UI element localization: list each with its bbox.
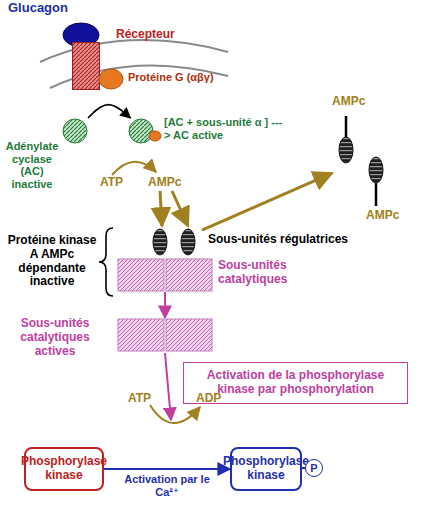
process-box: Phosphorylase kinase <box>230 447 302 491</box>
catalytic-subunit <box>118 319 164 351</box>
atp-conversion-arrow <box>112 162 156 175</box>
shape-node: Sous-unités catalytiques actives <box>117 318 213 352</box>
camp-stem <box>345 116 348 137</box>
arrow-connector <box>202 173 332 230</box>
shape-outline <box>99 69 123 89</box>
node-outline <box>117 318 213 352</box>
activation-arrow <box>165 353 171 420</box>
node-text: Adénylate cyclase (AC) inactive <box>2 140 62 191</box>
node-outline <box>72 42 100 90</box>
regulatory-subunit <box>369 157 383 183</box>
node-text: Récepteur <box>116 28 206 42</box>
shape-node: Adénylate cyclase (AC) inactive <box>62 118 88 144</box>
node-text: [AC + sous-unité α ] ---> AC active <box>164 116 286 141</box>
shape-node: [AC + sous-unité α ] ---> AC active <box>128 118 162 144</box>
catalytic-subunit <box>166 259 212 291</box>
node-outline <box>148 228 202 256</box>
node-text: Sous-unités catalytiques actives <box>3 317 107 358</box>
receptor-shape <box>73 43 100 90</box>
node-text: Glucagon <box>8 1 88 16</box>
node-outline <box>332 112 392 208</box>
shape-node: Protéine G (αβγ) <box>98 68 124 90</box>
node-outline <box>98 68 124 90</box>
node-text: Phosphorylase kinase <box>21 455 107 483</box>
node-outline <box>128 118 162 144</box>
annotation-label: ADP <box>196 392 236 406</box>
bracket <box>99 228 113 296</box>
arrow-connector <box>164 292 166 318</box>
catalytic-subunit <box>118 259 164 291</box>
arrow-connector <box>104 468 230 470</box>
annotation-label: AMPc <box>148 176 198 190</box>
annotation-label: ATP <box>128 392 168 406</box>
node-outline <box>62 118 88 144</box>
annotation-label: Protéine kinase A AMPc dépendante inacti… <box>2 234 102 289</box>
node-text: Protéine G (αβγ) <box>128 71 248 84</box>
node-text: Sous-unités régulatrices <box>208 233 368 247</box>
catalytic-subunit <box>166 319 212 351</box>
shape-node: AMPcAMPc <box>332 112 392 208</box>
process-box: Phosphorylase kinase <box>24 447 104 491</box>
atp-adp-arrow <box>150 405 200 423</box>
node-outline <box>117 258 213 292</box>
process-box: P <box>305 459 323 477</box>
shape-node: Récepteur <box>72 42 100 90</box>
node-text: Phosphorylase kinase <box>223 455 309 483</box>
camp-stem <box>375 183 378 206</box>
node-text: AMPc <box>332 95 382 109</box>
shape-node: Sous-unités catalytiques <box>117 258 213 292</box>
regulatory-subunit <box>339 137 353 163</box>
alpha-subunit <box>149 131 161 141</box>
regulatory-subunit <box>153 229 167 255</box>
shape-node: Sous-unités régulatrices <box>148 228 202 256</box>
node-text: AMPc <box>366 209 416 223</box>
annotation-label: ATP <box>100 176 140 190</box>
enzyme-shape <box>63 119 87 143</box>
edge-label: Activation par le Ca²⁺ <box>123 473 211 498</box>
enzyme-shape <box>129 119 153 143</box>
camp-binding-arrow <box>172 191 188 226</box>
camp-binding-arrow <box>160 191 162 226</box>
arrow-connector <box>88 105 130 118</box>
regulatory-subunit <box>181 229 195 255</box>
node-text: P <box>310 462 317 475</box>
node-text: Sous-unités catalytiques <box>218 259 310 287</box>
